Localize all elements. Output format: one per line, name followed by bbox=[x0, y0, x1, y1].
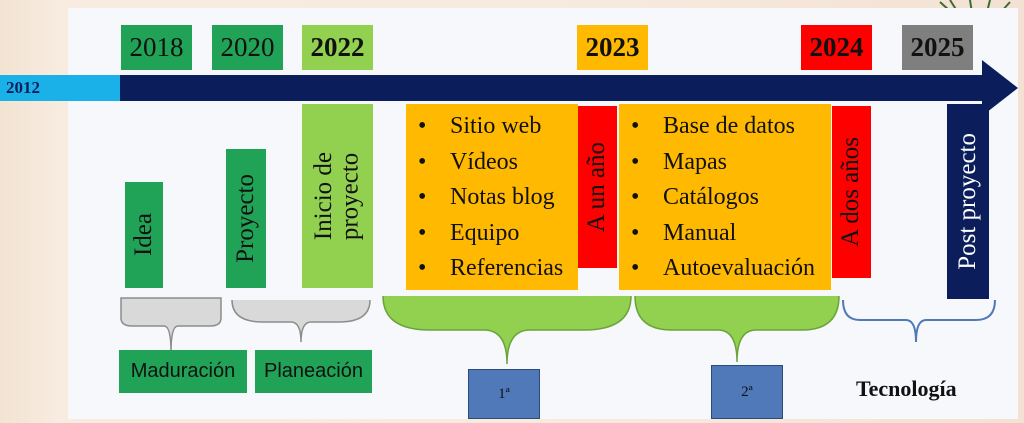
phase-proyecto-label: Proyecto bbox=[231, 174, 259, 263]
list-item: •Notas blog bbox=[418, 184, 555, 210]
phase-a-dos-anios: A dos años bbox=[832, 106, 871, 278]
deliverables-list-1: •Sitio web •Vídeos •Notas blog •Equipo •… bbox=[406, 104, 578, 290]
list-item: •Mapas bbox=[631, 148, 727, 175]
timeline-arrow bbox=[120, 60, 1018, 116]
label-planeacion: Planeación bbox=[255, 350, 372, 393]
phase-a-dos-anios-label: A dos años bbox=[837, 137, 865, 247]
phase-a-un-anio: A un año bbox=[578, 106, 617, 268]
list-item: •Vídeos bbox=[418, 148, 518, 175]
brace-planeacion bbox=[231, 299, 371, 343]
brace-stage-2 bbox=[634, 295, 840, 363]
deliverables-list-2: •Base de datos •Mapas •Catálogos •Manual… bbox=[619, 104, 831, 290]
phase-a-un-anio-label: A un año bbox=[583, 141, 611, 233]
year-2024: 2024 bbox=[801, 25, 872, 70]
year-2018: 2018 bbox=[121, 25, 192, 70]
timeline-start-segment: 2012 bbox=[0, 75, 122, 101]
year-2020: 2020 bbox=[212, 25, 283, 70]
label-tecnologia: Tecnología bbox=[856, 376, 957, 401]
year-2023: 2023 bbox=[577, 25, 648, 70]
list-item: •Equipo bbox=[418, 219, 520, 246]
phase-proyecto: Proyecto bbox=[226, 149, 266, 288]
brace-tecnologia bbox=[842, 299, 996, 343]
phase-post-proyecto: Post proyecto bbox=[947, 104, 989, 299]
stage-2-box: 2ª bbox=[711, 365, 783, 419]
year-2022: 2022 bbox=[302, 25, 373, 70]
label-maduracion: Maduración bbox=[119, 350, 247, 393]
phase-idea-label: Idea bbox=[129, 213, 157, 257]
year-2025: 2025 bbox=[902, 25, 973, 70]
phase-idea: Idea bbox=[125, 182, 163, 288]
phase-post-proyecto-label: Post proyecto bbox=[953, 133, 981, 270]
brace-maduracion bbox=[120, 297, 222, 353]
list-item: •Base de datos bbox=[631, 113, 795, 139]
brace-stage-1 bbox=[382, 295, 632, 365]
stage-1-box: 1ª bbox=[468, 369, 540, 419]
list-item: •Manual bbox=[631, 219, 737, 246]
list-item: •Referencias bbox=[418, 255, 564, 281]
list-item: •Sitio web bbox=[418, 113, 542, 139]
list-item: •Autoevaluación bbox=[631, 255, 815, 281]
start-year-label: 2012 bbox=[6, 78, 40, 97]
list-item: •Catálogos bbox=[631, 184, 759, 210]
